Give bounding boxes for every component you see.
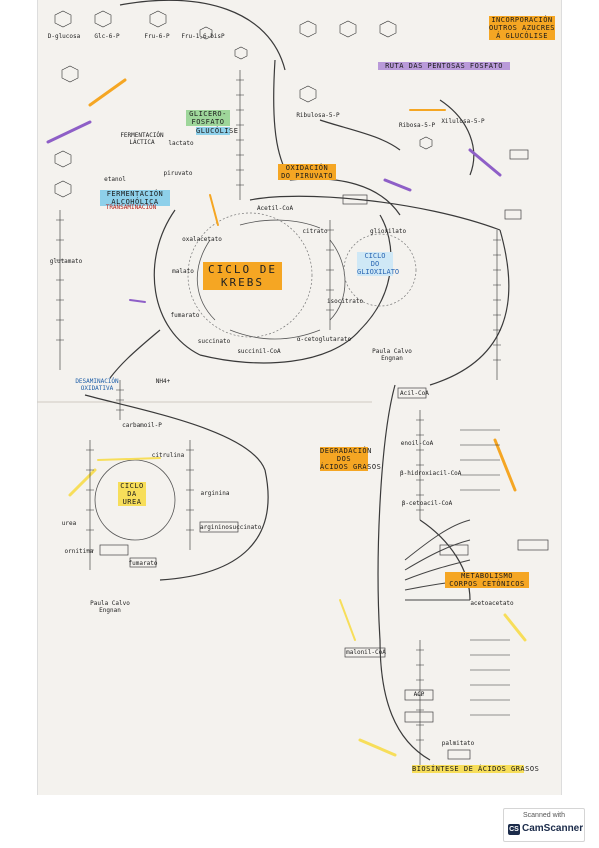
urea-cycle-ring [94,459,176,541]
note-f16bp: Fru-1,6-bisP [181,33,225,40]
curve-to-glyoxylate [289,178,401,216]
note-isocitrato: isocitrato [326,298,364,305]
label-ciclo-krebs: CICLO DE KREBS [203,262,282,290]
note-acetoacetato: acetoacetato [470,600,514,607]
krebs-cycle-ring [187,212,313,338]
curve-pentose-loop [439,99,475,176]
note-fumarato-urea: fumarato [128,560,158,567]
camscanner-brand: CamScanner [522,823,584,834]
curve-ketone [419,519,471,601]
curve-right-descend [377,384,396,641]
note-palmitato: palmitato [441,740,475,747]
signature-top: Paula Calvo Engnan [372,348,412,362]
label-metabolismo-cetonicos: METABOLISMO CORPOS CETÓNICOS [445,572,529,588]
note-cetoacil-coa: β-cetoacil-CoA [401,500,453,507]
curve-top-loop [119,0,286,71]
note-argininosuccinato: argininosuccinato [200,524,262,531]
note-nh4: NH4+ [155,378,171,385]
note-malonil-coa: malonil-CoA [346,649,386,656]
note-f6p: Fru-6-P [144,33,170,40]
note-g6p: Glc-6-P [94,33,120,40]
curve-to-right-column [249,195,501,231]
curve-to-biosynthesis [379,639,431,761]
label-ciclo-urea: CICLO DA UREA [118,482,146,506]
note-lactato: lactato [168,140,194,147]
curve-to-urea [84,394,266,471]
camscanner-badge: Scanned with CS CamScanner [503,808,585,842]
note-glutamato: glutamato [49,258,83,265]
curve-krebs-bottom [199,329,361,364]
note-oxalacetato: oxalacetato [182,236,222,243]
note-enoil-coa: enoil-CoA [400,440,434,447]
connector-curves [84,0,510,761]
label-glicerofosfato: GLICERO- FOSFATO [186,110,230,126]
label-ciclo-glioxilato: CICLO DO GLIOXILATO [357,252,400,276]
note-xilulosa: Xilulosa-5-P [441,118,485,125]
curve-right-to-bottom [429,229,510,386]
label-oxidacion-piruvato: OXIDACIÓN DO PIRUVATO [278,164,336,180]
structure-scribbles [54,10,510,770]
note-acetil-coa: Acetil-CoA [256,205,294,212]
note-succinil-coa: succinil-CoA [237,348,281,355]
signature-bottom: Paula Calvo Engnan [90,600,130,614]
label-fermentacion-alcoholica: FERMENTACIÓN ALCOHÓLICA [100,190,170,206]
camscanner-logo-icon: CS [508,824,520,835]
note-ribulosa: Ribulosa-5-P [296,112,340,119]
scanned-with-text: Scanned with [522,812,566,819]
label-degradacion-acidos-grasos: DEGRADACIÓN DOS ÁCIDOS GRASOS [320,447,382,471]
note-hidroxiacil-coa: β-hidroxiacil-CoA [400,470,462,477]
note-citrulina: citrulina [151,452,185,459]
label-transaminacion: TRANSAMINACIÓN [105,204,157,211]
small-boxes [99,149,549,760]
note-acil-coa: Acil-CoA [400,390,429,397]
note-succinato: succinato [197,338,231,345]
note-citrato: citrato [302,228,328,235]
note-akg: α-cetoglutarato [296,336,352,343]
beta-oxidation-arrows [404,519,471,601]
note-glucose: D-glucosa [47,33,81,40]
label-pentosas-fosfato: RUTA DAS PENTOSAS FOSFATO [378,62,510,70]
note-fumarato: fumarato [170,312,200,319]
note-malato: malato [172,268,194,275]
curve-glycolysis-spine [273,59,291,181]
curve-urea-loop [159,469,269,581]
note-glioxilato: glioxilato [370,228,407,235]
glyoxylate-ring [343,233,417,307]
note-piruvato: piruvato [163,170,193,177]
label-glucolise: GLUCÓLISE [196,127,239,135]
note-ornitina: ornitina [64,548,94,555]
label-biosintese-acidos-grasos: BIOSÍNTESE DE ÁCIDOS GRASOS [412,765,540,773]
note-carbamoil: carbamoil-P [122,422,162,429]
note-etanol: etanol [104,176,126,183]
label-fermentacion-lactica: FERMENTACIÓN LÁCTICA [120,132,164,146]
curve-pentose-link [319,119,401,151]
note-ribosa: Ribosa-5-P [398,122,436,129]
note-arginina: arginina [200,490,230,497]
label-incorporacion: INCORPORACIÓN OUTROS AZUCRES Á GLUCÓLISE [489,16,556,40]
label-desaminacion: DESAMINACIÓN OXIDATIVA [75,378,119,392]
curve-krebs-left [153,209,201,356]
notes-sheet [37,0,562,795]
curve-to-deamination [109,329,161,379]
accent-strokes [46,78,527,757]
krebs-inner-arrows [196,219,346,340]
note-urea: urea [61,520,77,527]
note-acp: ACP [413,691,425,698]
